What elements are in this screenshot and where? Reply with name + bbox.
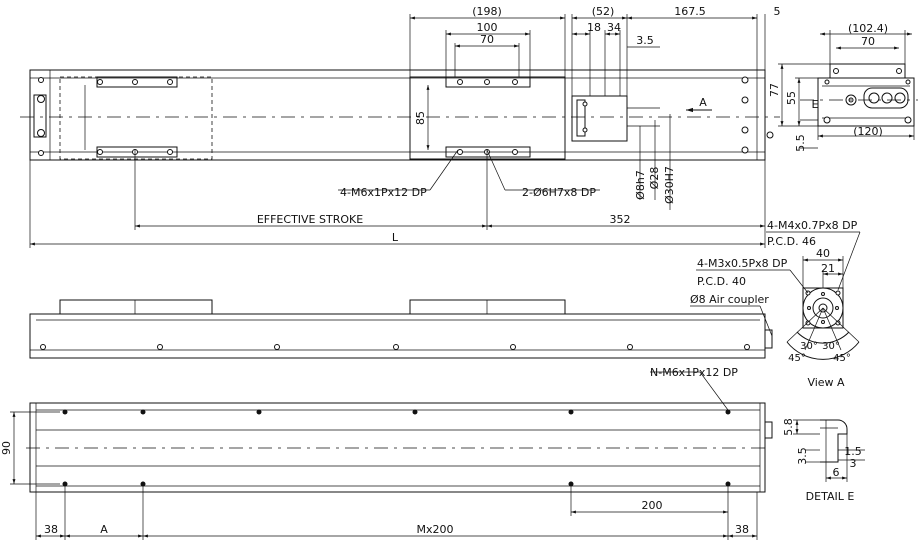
dim-a: A bbox=[100, 523, 108, 536]
pcd-46: P.C.D. 46 bbox=[767, 235, 816, 248]
dim-198: (198) bbox=[472, 5, 502, 18]
top-view-dimensions: (198) 100 70 85 (52) 18 34 3.5 bbox=[29, 5, 781, 248]
dim-1-5: 1.5 bbox=[844, 445, 862, 458]
dim-effective-stroke: EFFECTIVE STROKE bbox=[257, 213, 363, 226]
angle-30-left: 30° bbox=[800, 341, 818, 352]
view-a-arrow-label: A bbox=[699, 96, 707, 109]
detail-e: 5.8 3.5 1.5 3 6 DETAIL E bbox=[782, 418, 865, 503]
dim-d30: Ø30H7 bbox=[663, 166, 676, 204]
dim-d28: Ø28 bbox=[648, 167, 661, 190]
top-view-bolts bbox=[37, 76, 774, 156]
end-view: (102.4) 70 77 55 E 5.5 (120) bbox=[768, 22, 918, 152]
dim-70-end: 70 bbox=[861, 35, 875, 48]
dim-l: L bbox=[392, 231, 399, 244]
bottom-body bbox=[29, 402, 766, 493]
dim-6: 6 bbox=[833, 466, 840, 479]
dim-167-5: 167.5 bbox=[674, 5, 706, 18]
angle-45-right: 45° bbox=[833, 353, 851, 364]
dim-52: (52) bbox=[592, 5, 615, 18]
dim-34: 34 bbox=[607, 21, 621, 34]
dim-38-left: 38 bbox=[44, 523, 58, 536]
view-a-title: View A bbox=[807, 376, 845, 389]
dim-200: 200 bbox=[642, 499, 663, 512]
left-carriage-hidden bbox=[59, 76, 213, 160]
dim-18: 18 bbox=[587, 21, 601, 34]
top-view: (198) 100 70 85 (52) 18 34 3.5 bbox=[20, 5, 781, 248]
dim-3-5-top: 3.5 bbox=[636, 34, 654, 47]
angle-45-left: 45° bbox=[788, 353, 806, 364]
angle-30-right: 30° bbox=[822, 341, 840, 352]
label-e: E bbox=[812, 98, 819, 111]
dim-77: 77 bbox=[768, 83, 781, 97]
callout-m6: 4-M6x1Px12 DP bbox=[340, 186, 427, 199]
dim-85: 85 bbox=[414, 111, 427, 125]
detail-e-title: DETAIL E bbox=[806, 490, 855, 503]
dim-5-8: 5.8 bbox=[782, 418, 795, 436]
callout-n-m6: N-M6x1Px12 DP bbox=[650, 366, 738, 379]
dim-120: (120) bbox=[853, 125, 883, 138]
dim-70: 70 bbox=[480, 33, 494, 46]
bottom-view: N-M6x1Px12 DP 90 200 38 A Mx200 38 bbox=[0, 366, 773, 540]
callout-m4: 4-M4x0.7Px8 DP bbox=[767, 219, 858, 232]
dim-102-4: (102.4) bbox=[848, 22, 888, 35]
dim-5: 5 bbox=[774, 5, 781, 18]
dim-3-detail: 3 bbox=[850, 457, 857, 470]
callout-pin: 2-Ø6H7x8 DP bbox=[522, 186, 596, 199]
top-body-outline bbox=[29, 69, 766, 161]
side-view-bolts bbox=[40, 344, 750, 350]
dim-90: 90 bbox=[0, 441, 13, 455]
dim-5-5-end: 5.5 bbox=[794, 134, 807, 152]
motor-flange bbox=[571, 95, 628, 142]
dim-40: 40 bbox=[816, 247, 830, 260]
dim-352: 352 bbox=[610, 213, 631, 226]
dim-38-right: 38 bbox=[735, 523, 749, 536]
callout-m3: 4-M3x0.5Px8 DP bbox=[697, 257, 788, 270]
dim-55: 55 bbox=[785, 91, 798, 105]
air-coupler: Ø8 Air coupler bbox=[690, 293, 769, 306]
dim-mx200: Mx200 bbox=[417, 523, 454, 536]
view-a: 40 21 4-M4x0.7Px8 DP P.C.D. 46 4-M3x0.5P… bbox=[690, 219, 861, 389]
dim-21: 21 bbox=[821, 262, 835, 275]
side-body bbox=[29, 313, 766, 359]
pcd-40: P.C.D. 40 bbox=[697, 275, 746, 288]
bottom-view-bolts bbox=[62, 409, 731, 487]
dim-100: 100 bbox=[477, 21, 498, 34]
side-view bbox=[29, 299, 773, 359]
dim-3-5-detail: 3.5 bbox=[796, 447, 809, 465]
dim-d8: Ø8h7 bbox=[634, 170, 647, 200]
